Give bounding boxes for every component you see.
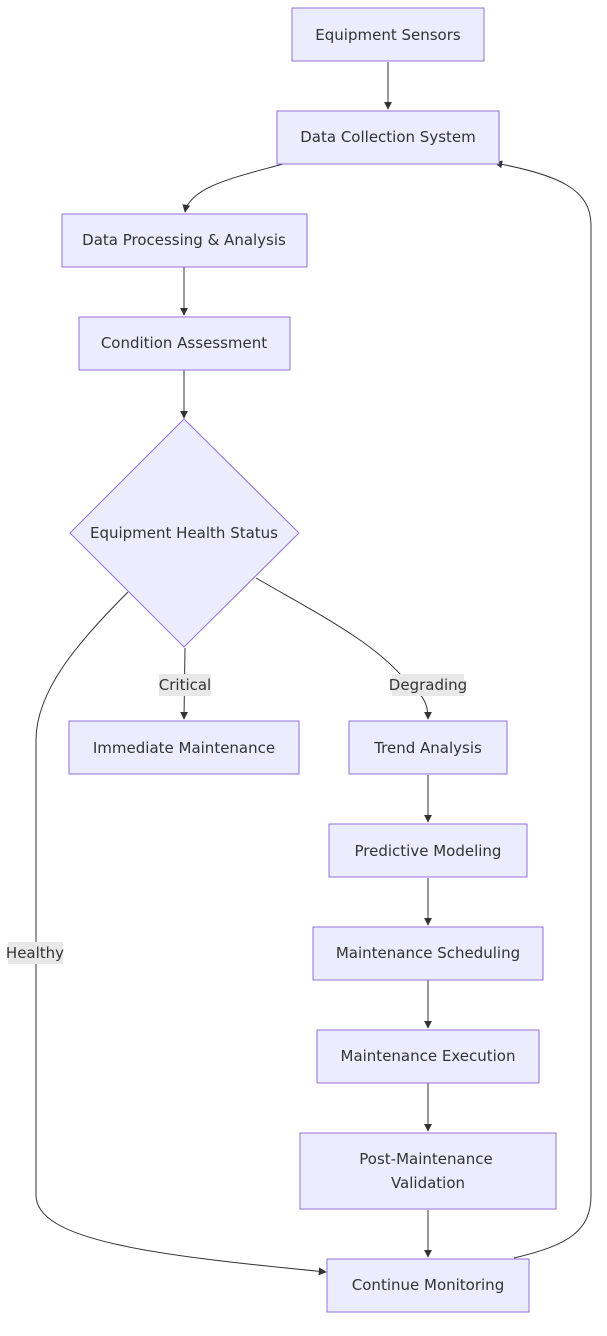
edge-label-degrading-text: Degrading xyxy=(389,676,467,694)
node-predictive-modeling[interactable]: Predictive Modeling xyxy=(328,823,528,878)
node-immediate-maintenance-label: Immediate Maintenance xyxy=(93,739,275,757)
edge-monitoring-to-collection xyxy=(494,160,592,1259)
node-equipment-sensors[interactable]: Equipment Sensors xyxy=(291,7,485,62)
node-post-maintenance-label-line2: Validation xyxy=(391,1174,465,1192)
node-equipment-sensors-label: Equipment Sensors xyxy=(315,26,461,44)
node-data-collection-system[interactable]: Data Collection System xyxy=(276,110,500,165)
edge-collection-to-processing xyxy=(182,163,284,213)
node-condition-assessment[interactable]: Condition Assessment xyxy=(78,316,291,371)
node-trend-analysis-label: Trend Analysis xyxy=(373,739,482,757)
node-equipment-health-status-label: Equipment Health Status xyxy=(90,524,278,542)
node-maintenance-execution-label: Maintenance Execution xyxy=(341,1047,516,1065)
node-equipment-health-status[interactable]: Equipment Health Status xyxy=(69,418,300,648)
node-maintenance-scheduling[interactable]: Maintenance Scheduling xyxy=(312,926,544,981)
node-trend-analysis[interactable]: Trend Analysis xyxy=(348,720,508,775)
node-continue-monitoring-label: Continue Monitoring xyxy=(352,1276,504,1294)
edge-label-healthy-text: Healthy xyxy=(6,944,64,962)
node-maintenance-scheduling-label: Maintenance Scheduling xyxy=(336,944,520,962)
node-post-maintenance-label-line1: Post-Maintenance xyxy=(359,1150,492,1168)
node-data-collection-system-label: Data Collection System xyxy=(300,128,475,146)
node-predictive-modeling-label: Predictive Modeling xyxy=(355,842,502,860)
edge-label-healthy: Healthy xyxy=(6,942,64,964)
node-maintenance-execution[interactable]: Maintenance Execution xyxy=(316,1029,540,1084)
edge-label-critical-text: Critical xyxy=(159,676,211,694)
node-data-processing-analysis-label: Data Processing & Analysis xyxy=(82,231,286,249)
node-continue-monitoring[interactable]: Continue Monitoring xyxy=(326,1258,530,1313)
node-immediate-maintenance[interactable]: Immediate Maintenance xyxy=(68,720,300,775)
node-condition-assessment-label: Condition Assessment xyxy=(101,334,267,352)
edge-health-to-monitoring xyxy=(35,591,327,1276)
edge-label-critical: Critical xyxy=(159,674,211,696)
edge-health-to-trend xyxy=(255,577,432,720)
node-data-processing-analysis[interactable]: Data Processing & Analysis xyxy=(61,213,308,268)
edge-label-degrading: Degrading xyxy=(389,674,467,696)
node-post-maintenance-validation[interactable]: Post-Maintenance Validation xyxy=(299,1132,557,1210)
